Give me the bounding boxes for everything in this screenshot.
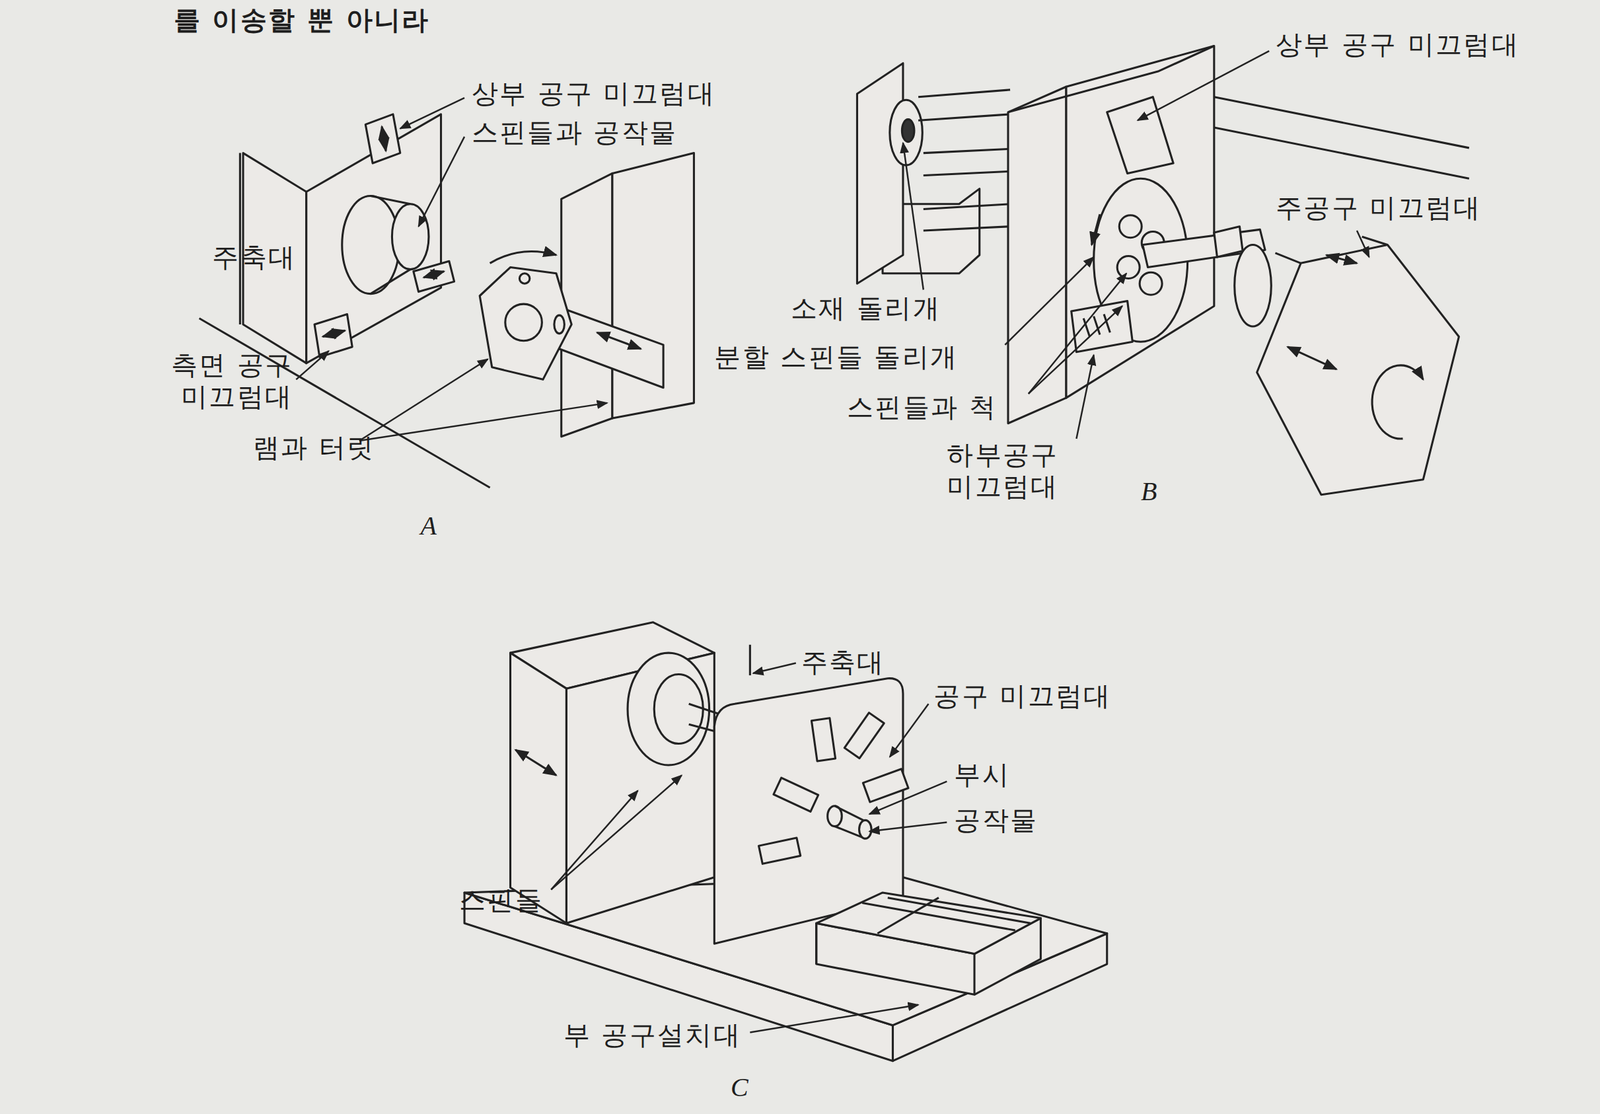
- figure-letter: B: [1140, 475, 1159, 508]
- part-label: 주축대: [801, 646, 886, 678]
- part-label: 상부 공구 미끄럼대: [471, 77, 716, 110]
- part-label: 부시: [953, 758, 1011, 791]
- leader-lines: [295, 50, 1369, 1032]
- part-label: 스핀들과 척: [846, 391, 997, 423]
- part-label: 공구 미끄럼대: [933, 679, 1112, 712]
- figure-b: [856, 45, 1469, 495]
- part-label: 상부 공구 미끄럼대: [1275, 28, 1520, 61]
- part-label: 하부공구 미끄럼대: [936, 438, 1069, 503]
- header-text: 를 이송할 뿐 아니라: [173, 3, 431, 36]
- part-label: 공작물: [953, 803, 1038, 836]
- part-label: 분할 스핀들 돌리개: [714, 340, 958, 373]
- part-label: 스핀들과 공작물: [471, 116, 678, 148]
- part-label: 스핀들: [459, 883, 544, 916]
- part-label: 부 공구설치대: [563, 1018, 742, 1051]
- figure-letter: A: [420, 509, 438, 542]
- figure-letter: C: [730, 1071, 750, 1104]
- part-label: 주축대: [212, 241, 296, 273]
- part-label: 주공구 미끄럼대: [1275, 191, 1482, 224]
- part-label: 측면 공구 미끄럼대: [153, 348, 294, 413]
- part-label: 램과 터릿: [253, 431, 376, 464]
- part-label: 소재 돌리개: [790, 291, 941, 324]
- figure-a: [199, 114, 695, 488]
